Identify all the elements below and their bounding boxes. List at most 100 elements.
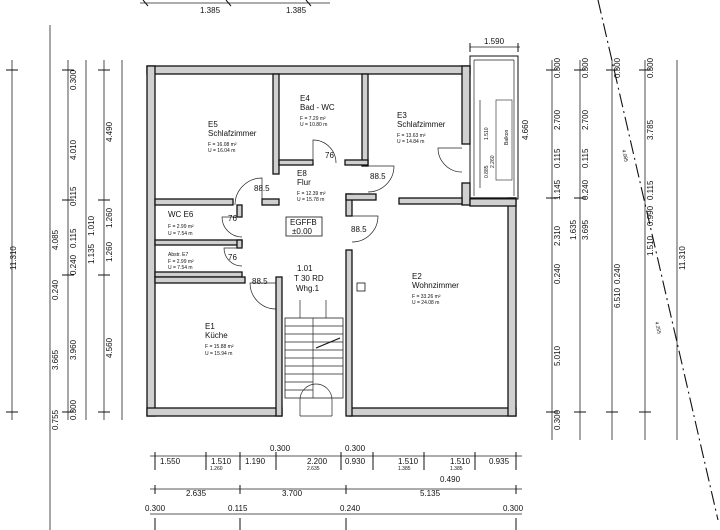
level-marker: EGFFB ±0.00 (285, 216, 323, 237)
diag-dim-2: 4.255 (653, 321, 662, 335)
room-e4-name: E4 (300, 94, 310, 103)
door-width-e5: 88.5 (254, 184, 270, 193)
bottom-dim-8: 0.935 (489, 457, 510, 466)
right-dim-b-7: 6.510 (613, 287, 622, 308)
door-width-labels: 88.5 76 88.5 76 76 88.5 88.5 (228, 151, 386, 286)
bottom-row3-3: 0.240 (340, 504, 361, 513)
room-e4-area: F = 7.29 m² (300, 116, 326, 122)
level-value: ±0.00 (292, 227, 313, 236)
diag-dim-1: 4.085 (620, 149, 629, 163)
right-dim-c-4: 0.115 (646, 180, 655, 200)
room-e4: E4 Bad - WC F = 7.29 m² U = 10.80 m (300, 94, 335, 128)
bottom-dimension-row-1: 1.550 1.510 1.190 2.200 0.930 1.510 1.51… (150, 452, 522, 484)
bottom-dim-7: 1.510 (450, 457, 471, 466)
balcony-dim-1: 1.510 (484, 127, 490, 140)
room-e6-name: WC E6 (168, 210, 194, 219)
door-width-e1: 88.5 (252, 277, 268, 286)
apartment-door-label: 1.01 T 30 RD Whg.1 (294, 264, 324, 293)
right-dim-c-total: 11.310 (678, 246, 687, 270)
left-dim-a-5: 0.115 (69, 228, 78, 248)
right-dim-a-3: 0.115 (553, 148, 562, 168)
room-e2-perimeter: U = 24.08 m (412, 300, 439, 306)
room-e6: WC E6 F = 2.99 m² U = 7.54 m (168, 210, 194, 237)
right-dim-b-3: 0.115 (581, 148, 590, 168)
left-dim-total: 11.310 (9, 246, 18, 270)
room-e1-area: F = 15.88 m² (205, 344, 234, 350)
bottom-dim-5: 0.930 (345, 457, 366, 466)
bottom-sub-3: 1.385 (398, 466, 411, 472)
bottom-sub-2: 2.635 (307, 466, 320, 472)
right-dim-c-6: 1.510 (646, 235, 655, 256)
door-type: T 30 RD (294, 274, 324, 283)
left-dim-b-1: 4.490 (105, 121, 114, 142)
bottom-dim-1: 1.550 (160, 457, 181, 466)
stair-dim-2: 0.300 (345, 444, 366, 453)
property-boundary: 4.085 4.255 (597, 0, 719, 521)
room-e7: Abstr. E7 F = 2.99 m² U = 7.54 m (168, 252, 194, 271)
right-dim-a-1: 0.300 (553, 57, 562, 78)
room-e7-area: F = 2.99 m² (168, 259, 194, 265)
bottom-dim-2: 1.510 (211, 457, 232, 466)
room-e1-label: Küche (205, 331, 228, 340)
left-dim-b-4: 4.560 (105, 337, 114, 358)
bottom-total: 0.490 (440, 475, 461, 484)
room-e8-name: E8 (297, 169, 307, 178)
bottom-row3-2: 0.115 (228, 504, 248, 513)
room-e3-label: Schlafzimmer (397, 120, 446, 129)
right-dim-b-5: 1.635 (569, 219, 578, 240)
bottom-dimension-row-2: 2.635 3.700 5.135 (150, 485, 522, 498)
door-width-e3: 88.5 (370, 172, 386, 181)
room-e2-area: F = 33.26 m² (412, 294, 441, 300)
room-e5-area: F = 16.08 m² (208, 142, 237, 148)
balcony-dim-3: 2.260 (490, 155, 496, 168)
bottom-dim-total-3: 5.135 (420, 489, 441, 498)
door-width-e7: 76 (228, 253, 237, 262)
room-e5-name: E5 (208, 120, 218, 129)
building-walls (146, 65, 517, 417)
right-dim-c-7: 0.240 (613, 263, 622, 284)
right-dim-b-2: 2.700 (581, 109, 590, 130)
room-e3-area: F = 13.63 m² (397, 133, 426, 139)
bottom-dim-6: 1.510 (398, 457, 419, 466)
balcony-dim-2: 0.885 (484, 165, 490, 178)
door-code: 1.01 (297, 264, 313, 273)
right-dim-b-1: 0.300 (581, 57, 590, 78)
left-dim-c-3: 0.755 (51, 409, 60, 430)
right-dim-a-8: 0.300 (553, 409, 562, 430)
left-dim-a-4: 1.010 (87, 215, 96, 236)
top-dimension-line: 1.385 1.385 (140, 0, 330, 15)
bottom-row3-1: 0.300 (145, 504, 166, 513)
right-dim-a-6: 0.240 (553, 263, 562, 284)
room-e1-perimeter: U = 15.94 m (205, 351, 232, 357)
staircase (284, 300, 344, 417)
door-width-e4: 76 (325, 151, 334, 160)
right-dim-b-6: 3.695 (581, 219, 590, 240)
door-unit: Whg.1 (296, 284, 320, 293)
right-dim-a-5: 2.310 (553, 225, 562, 246)
bottom-row3-4: 0.300 (503, 504, 524, 513)
left-dim-a-7: 1.135 (87, 243, 96, 264)
left-dim-a-9: 3.960 (69, 339, 78, 360)
right-dim-a-7: 5.010 (553, 345, 562, 366)
room-e3-name: E3 (397, 111, 407, 120)
left-dim-a-3: 0.115 (69, 186, 78, 206)
room-e7-perimeter: U = 7.54 m (168, 265, 193, 271)
right-dimension-lines: 0.300 2.700 0.115 1.145 2.310 0.240 5.01… (521, 57, 687, 440)
bottom-dimension-row-3: 0.300 0.115 0.240 0.300 (145, 504, 524, 530)
right-dim-a-2: 2.700 (553, 109, 562, 130)
room-e6-area: F = 2.99 m² (168, 224, 194, 230)
top-dim-1: 1.385 (200, 6, 221, 15)
bottom-dim-3: 1.190 (245, 457, 266, 466)
bottom-sub-4: 1.385 (450, 466, 463, 472)
left-dim-c-2: 4.085 (51, 229, 60, 250)
right-dim-c-2: 0.300 (613, 57, 622, 78)
room-e7-name: Abstr. E7 (168, 252, 189, 258)
right-dim-a-4: 1.145 (553, 179, 562, 200)
room-e8-perimeter: U = 15.78 m (297, 197, 324, 203)
bottom-sub-1: 1.260 (210, 466, 223, 472)
left-dimension-lines: 11.310 0.300 4.010 0.115 1.010 0.115 0.2… (6, 25, 123, 530)
left-dim-a-6: 0.240 (69, 254, 78, 275)
room-e1-name: E1 (205, 322, 215, 331)
room-e3: E3 Schlafzimmer F = 13.63 m² U = 14.84 m (397, 111, 446, 145)
